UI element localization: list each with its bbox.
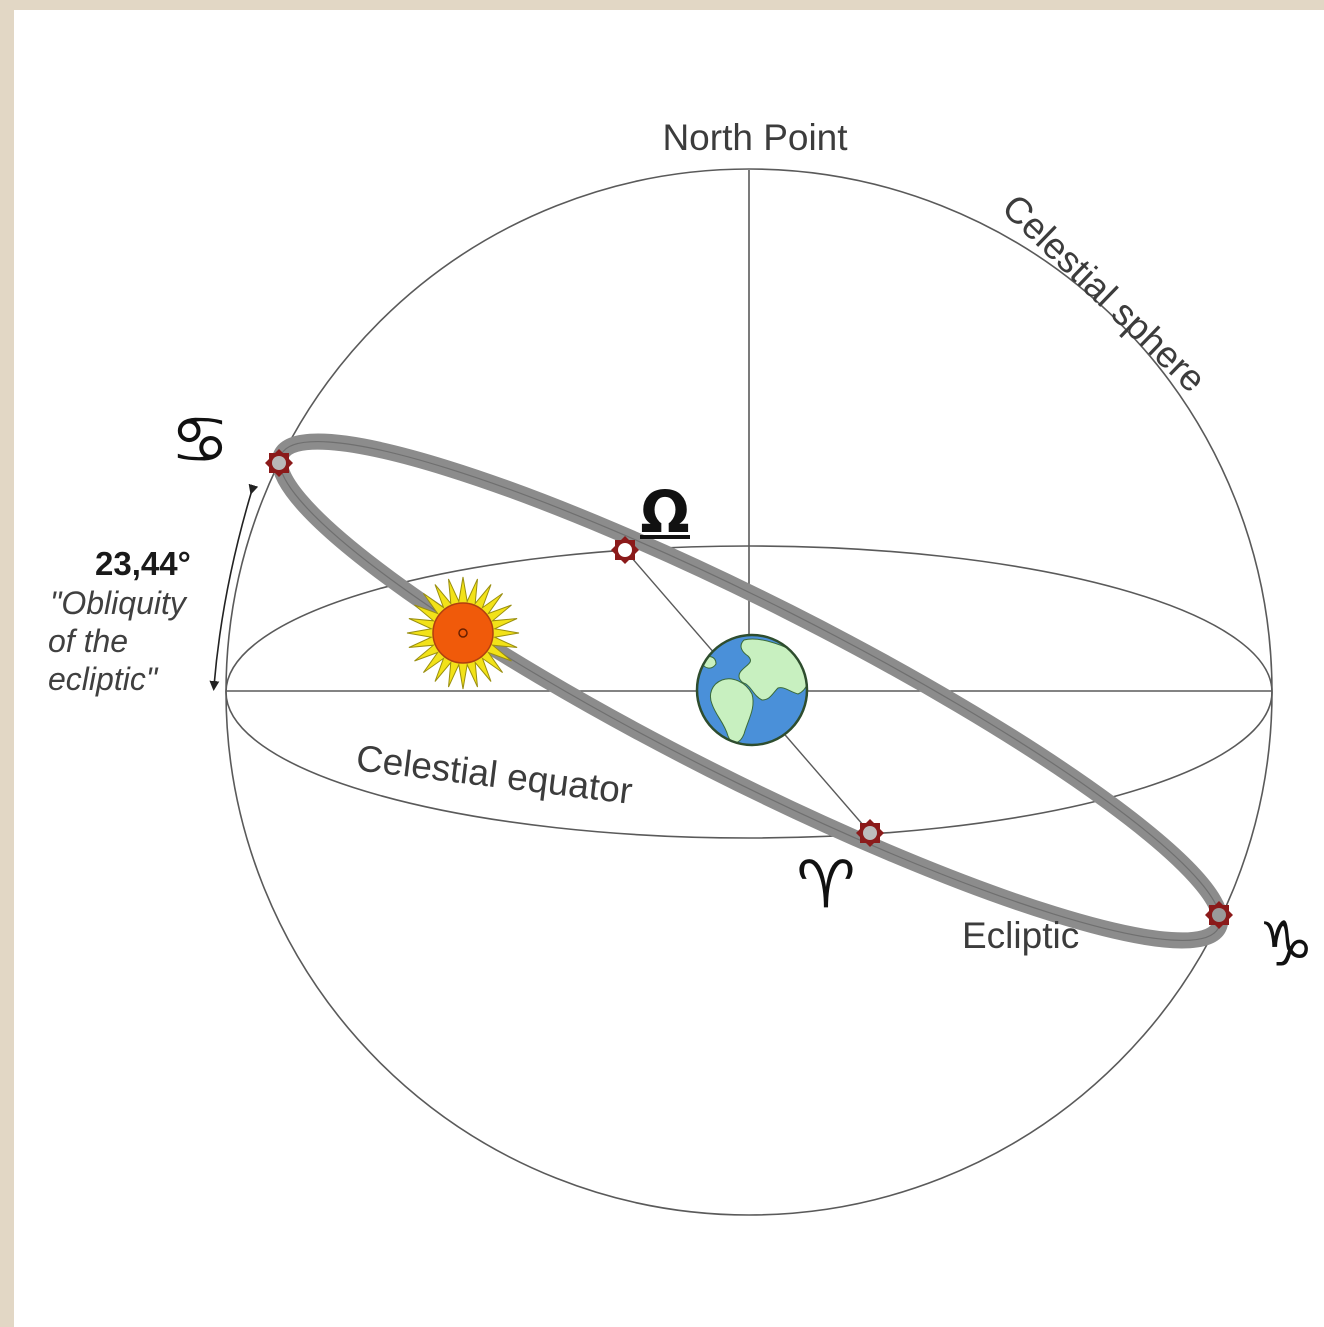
earth-icon — [695, 633, 809, 747]
obliquity-value: 23,44° — [95, 545, 191, 582]
ecliptic-label: Ecliptic — [962, 915, 1079, 956]
libra-symbol: Ω — [640, 478, 689, 546]
celestial-equator-label: Celestial equator — [354, 737, 635, 812]
north-point-label: North Point — [662, 117, 848, 158]
aries-symbol: ♈ — [796, 847, 855, 924]
obliquity-caption-line-2: of the — [48, 623, 128, 659]
sun-icon — [406, 576, 520, 690]
diagram-frame: North Point Celestial sphere Celestial e… — [14, 10, 1324, 1327]
star-marker-icon — [265, 449, 293, 477]
celestial-sphere-label: Celestial sphere — [994, 186, 1213, 400]
star-marker-icon — [611, 536, 639, 564]
star-marker-icon — [856, 819, 884, 847]
obliquity-caption-line-1: "Obliquity — [50, 585, 188, 621]
obliquity-caption-line-3: ecliptic" — [48, 661, 159, 697]
celestial-sphere-diagram: North Point Celestial sphere Celestial e… — [48, 117, 1314, 1216]
capricorn-symbol: ♑ — [1258, 908, 1314, 981]
star-marker-icon — [1205, 901, 1233, 929]
cancer-symbol: ♋ — [170, 402, 229, 479]
double-arrow-icon — [209, 483, 259, 691]
